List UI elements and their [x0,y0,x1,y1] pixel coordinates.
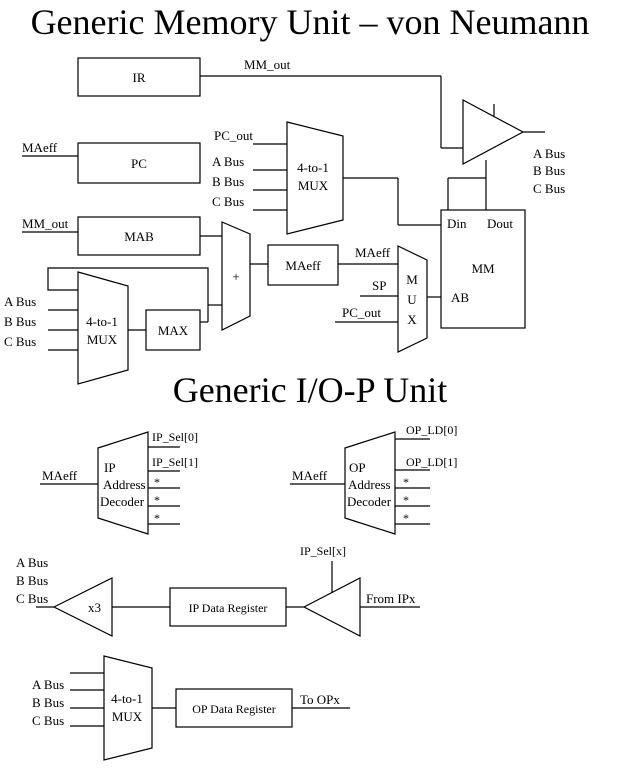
op-data-register-label: OP Data Register [192,702,276,716]
op-decoder-line-1: OP [349,460,366,475]
pc-label: PC [131,156,147,171]
output-buffer-triangle [462,99,525,165]
op-star-1: * [403,475,409,489]
mux-v-x: X [407,312,417,327]
max-feedback-wire [47,267,209,322]
address-mux [397,245,428,353]
op-ld1-label: OP_LD[1] [406,455,457,469]
memory-unit-title: Generic Memory Unit – von Neumann [31,2,590,42]
ip-sel0-label: IP_Sel[0] [152,430,198,444]
maeff-box-label: MAeff [285,258,321,273]
ab-label: AB [451,290,469,305]
ir-register [77,57,201,97]
mux-v-m: M [406,272,418,287]
x3-label: x3 [88,600,101,615]
mux-c-bus-label: C Bus [212,194,244,209]
pc-mux-label-1: 4-to-1 [297,160,329,175]
op-decoder-line-2: Address [348,477,391,492]
mm-label: MM [471,261,495,276]
op-star-3: * [403,511,409,525]
sp-label: SP [372,278,386,293]
ip-decoder-line-3: Decoder [100,494,145,509]
op-a-bus-label: A Bus [32,677,64,692]
pc-input-mux [286,121,344,235]
maeff-mux-label: MAeff [355,245,391,260]
op-c-bus-label: C Bus [32,713,64,728]
op-data-register [175,688,293,728]
buffer-b-bus-label: B Bus [533,163,565,178]
op-ld0-label: OP_LD[0] [406,423,457,437]
address-adder [221,221,251,331]
mm-out-mab-label: MM_out [22,216,69,231]
max-register [145,309,201,351]
ip-a-bus-label: A Bus [16,555,48,570]
ip-star-3: * [154,511,160,525]
ip-b-bus-label: B Bus [16,573,48,588]
ir-label: IR [133,70,146,85]
buffer-a-bus-label: A Bus [533,146,565,161]
mm-out-top-label: MM_out [244,57,291,72]
mux-v-u: U [407,292,417,307]
pc-register [77,142,201,184]
max-mux-label-2: MUX [87,332,118,347]
buffer-c-bus-label: C Bus [533,181,565,196]
ip-c-bus-label: C Bus [16,591,48,606]
mux-b-bus-label: B Bus [212,174,244,189]
ip-address-decoder [97,431,149,535]
ip-maeff-label: MAeff [42,468,78,483]
ip-star-1: * [154,475,160,489]
mux-a-bus-label: A Bus [212,154,244,169]
from-ipx-label: From IPx [366,591,416,606]
main-memory [440,209,526,329]
op-mux-label-2: MUX [112,709,143,724]
max-mux-c-bus-label: C Bus [4,334,36,349]
ip-decoder-line-2: Address [103,477,146,492]
adder-label: + [232,269,239,284]
op-b-bus-label: B Bus [32,695,64,710]
ip-star-2: * [154,493,160,507]
op-address-decoder [344,431,396,535]
op-input-mux [103,655,153,761]
max-mux-a-bus-label: A Bus [4,294,36,309]
pc-mux-label-2: MUX [298,178,329,193]
pc-out-mux-label: PC_out [342,305,381,320]
dout-label: Dout [487,216,513,231]
max-label: MAX [158,323,189,338]
ip-data-register-label: IP Data Register [189,601,268,615]
pc-out-label: PC_out [214,128,253,143]
x3-bus-driver [52,577,113,637]
io-unit-title: Generic I/O-P Unit [173,370,448,410]
ip-sel1-label: IP_Sel[1] [152,455,198,469]
max-mux-b-bus-label: B Bus [4,314,36,329]
maeff-pc-input-label: MAeff [22,140,58,155]
mab-label: MAB [124,229,154,244]
maeff-register [267,244,339,286]
max-input-mux [77,271,129,385]
ip-data-register [169,587,287,627]
op-decoder-line-3: Decoder [347,494,392,509]
ip-sel-x-label: IP_Sel[x] [300,544,346,558]
ip-decoder-line-1: IP [104,460,116,475]
mab-register [77,216,201,256]
op-maeff-label: MAeff [292,468,328,483]
op-star-2: * [403,493,409,507]
to-opx-label: To OPx [300,692,340,707]
op-mux-label-1: 4-to-1 [111,691,143,706]
max-mux-label-1: 4-to-1 [86,314,118,329]
din-label: Din [447,216,467,231]
